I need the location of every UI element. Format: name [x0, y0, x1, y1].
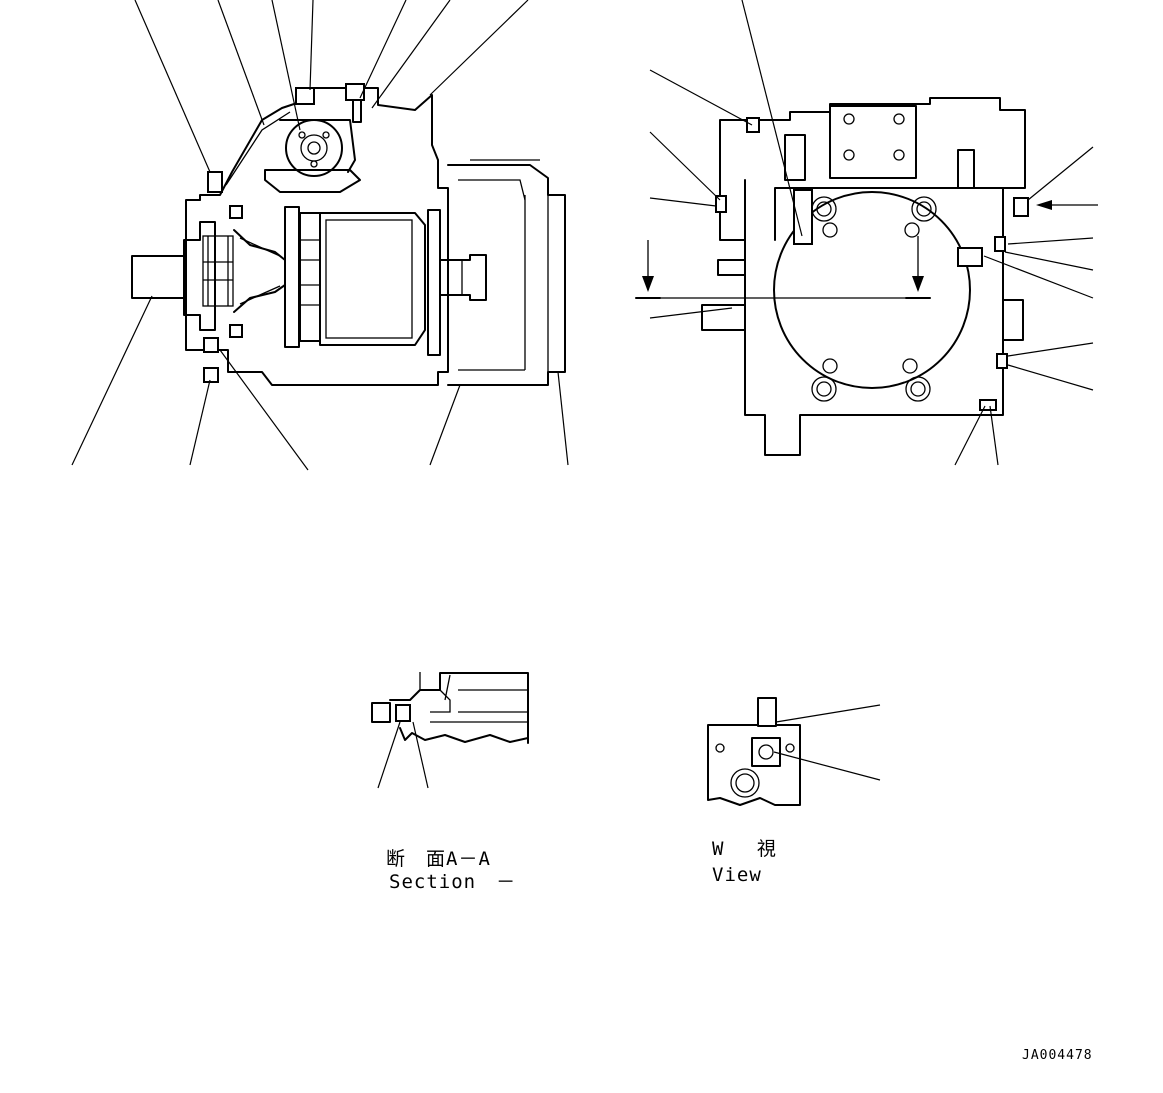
section-a-a-caption-en: Section －: [389, 871, 517, 893]
drawing-code: JA004478: [1022, 1048, 1093, 1063]
view-w-caption-en: View: [712, 864, 762, 886]
section-a-a-detail: [371, 672, 529, 789]
pump-side-section-view: [71, 0, 569, 471]
view-w-detail: [707, 697, 881, 806]
pump-end-view: [635, 0, 1098, 466]
section-a-a-caption-jp: 断 面A－A: [386, 848, 491, 870]
view-w-caption-jp: W 視: [712, 838, 777, 860]
